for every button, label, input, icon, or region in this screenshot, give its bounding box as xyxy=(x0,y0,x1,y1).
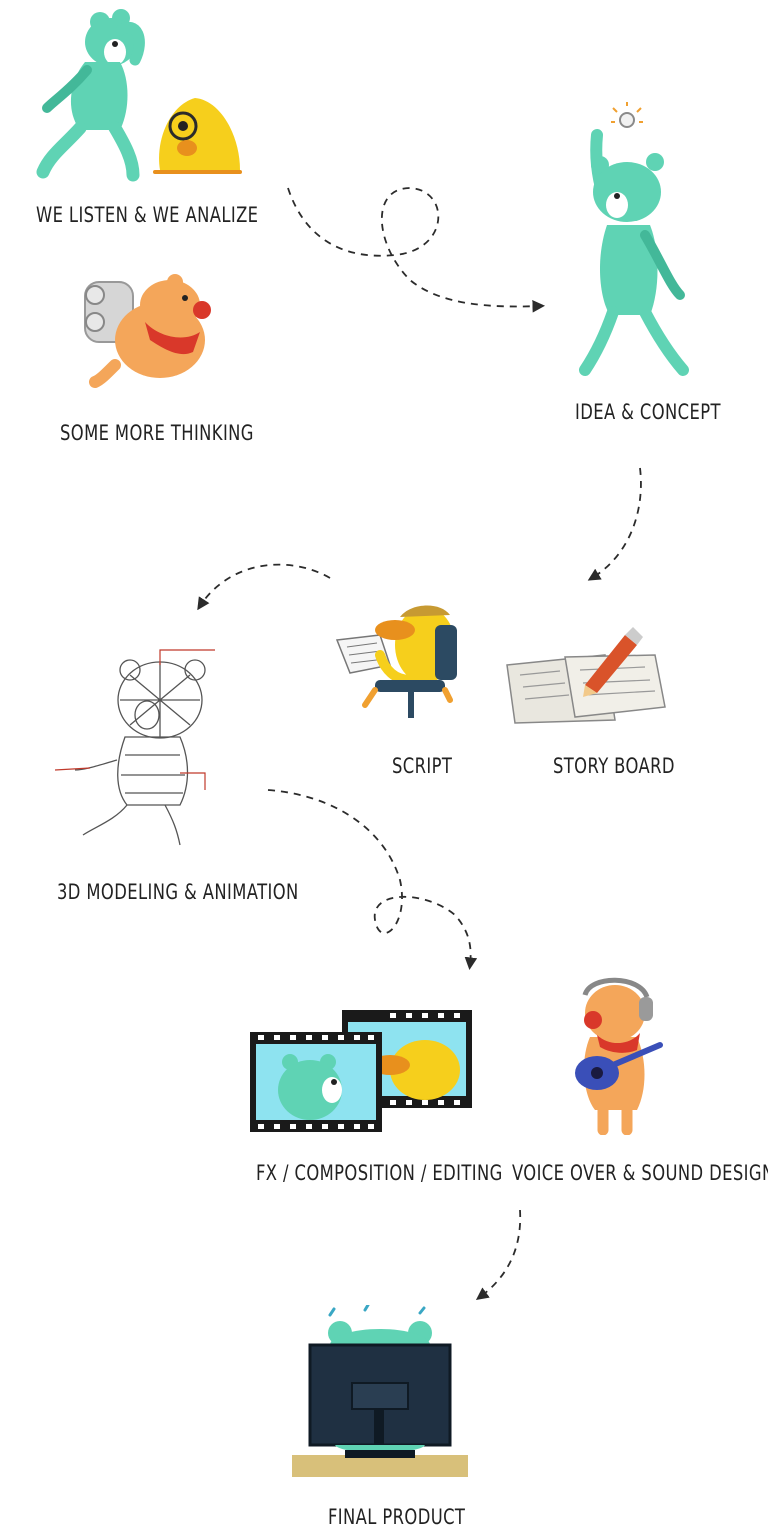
pencil-icon xyxy=(583,627,643,697)
bear-looking-and-duck-with-magnifier xyxy=(36,9,242,182)
bear-with-scrolls-and-bandana xyxy=(84,274,211,388)
step-label-listen-analize: WE LISTEN & WE ANALIZE xyxy=(36,203,259,227)
step-label-more-thinking: SOME MORE THINKING xyxy=(60,421,254,445)
teal-bear-figure xyxy=(579,129,689,376)
yellow-duck-figure xyxy=(153,98,242,174)
step-label-story-board: STORY BOARD xyxy=(553,754,675,778)
step-label-3d-modeling: 3D MODELING & ANIMATION xyxy=(57,880,299,904)
arrow-modeling-to-fx xyxy=(267,789,478,971)
film-strips-with-characters xyxy=(250,1010,472,1132)
duck-writing-script xyxy=(335,605,457,718)
teal-bear-figure xyxy=(36,9,145,182)
yellow-duck-figure xyxy=(375,605,457,685)
step-label-idea-concept: IDEA & CONCEPT xyxy=(575,400,721,424)
storyboard-sheets-icon xyxy=(506,654,666,724)
lightbulb-icon xyxy=(611,102,643,128)
bear-with-lightbulb-idea xyxy=(579,102,689,376)
wireframe-bear-icon xyxy=(74,659,206,846)
guitar-icon xyxy=(575,1042,663,1090)
arrow-idea-to-storyboard xyxy=(587,467,642,581)
arrow-voice-to-final xyxy=(475,1209,522,1300)
arrow-listen-to-idea xyxy=(287,187,546,313)
orange-bear-figure xyxy=(89,274,211,388)
chair-icon xyxy=(362,680,453,718)
step-label-fx-composition: FX / COMPOSITION / EDITING xyxy=(256,1161,503,1185)
step-label-voice-over: VOICE OVER & SOUND DESIGN xyxy=(512,1161,768,1185)
storyboard-with-pencil xyxy=(506,627,666,724)
bear-behind-monitor xyxy=(292,1305,468,1477)
monitor-icon xyxy=(292,1343,468,1477)
arrow-script-to-modeling xyxy=(197,563,331,611)
step-label-script: SCRIPT xyxy=(392,754,453,778)
step-label-final-product: FINAL PRODUCT xyxy=(328,1505,466,1529)
bear-with-headphones-and-guitar xyxy=(575,977,663,1135)
annotation-marks xyxy=(55,649,215,790)
film-strip-front xyxy=(250,1032,382,1132)
film-perforations xyxy=(258,1013,460,1129)
wireframe-bear-model xyxy=(55,649,215,846)
